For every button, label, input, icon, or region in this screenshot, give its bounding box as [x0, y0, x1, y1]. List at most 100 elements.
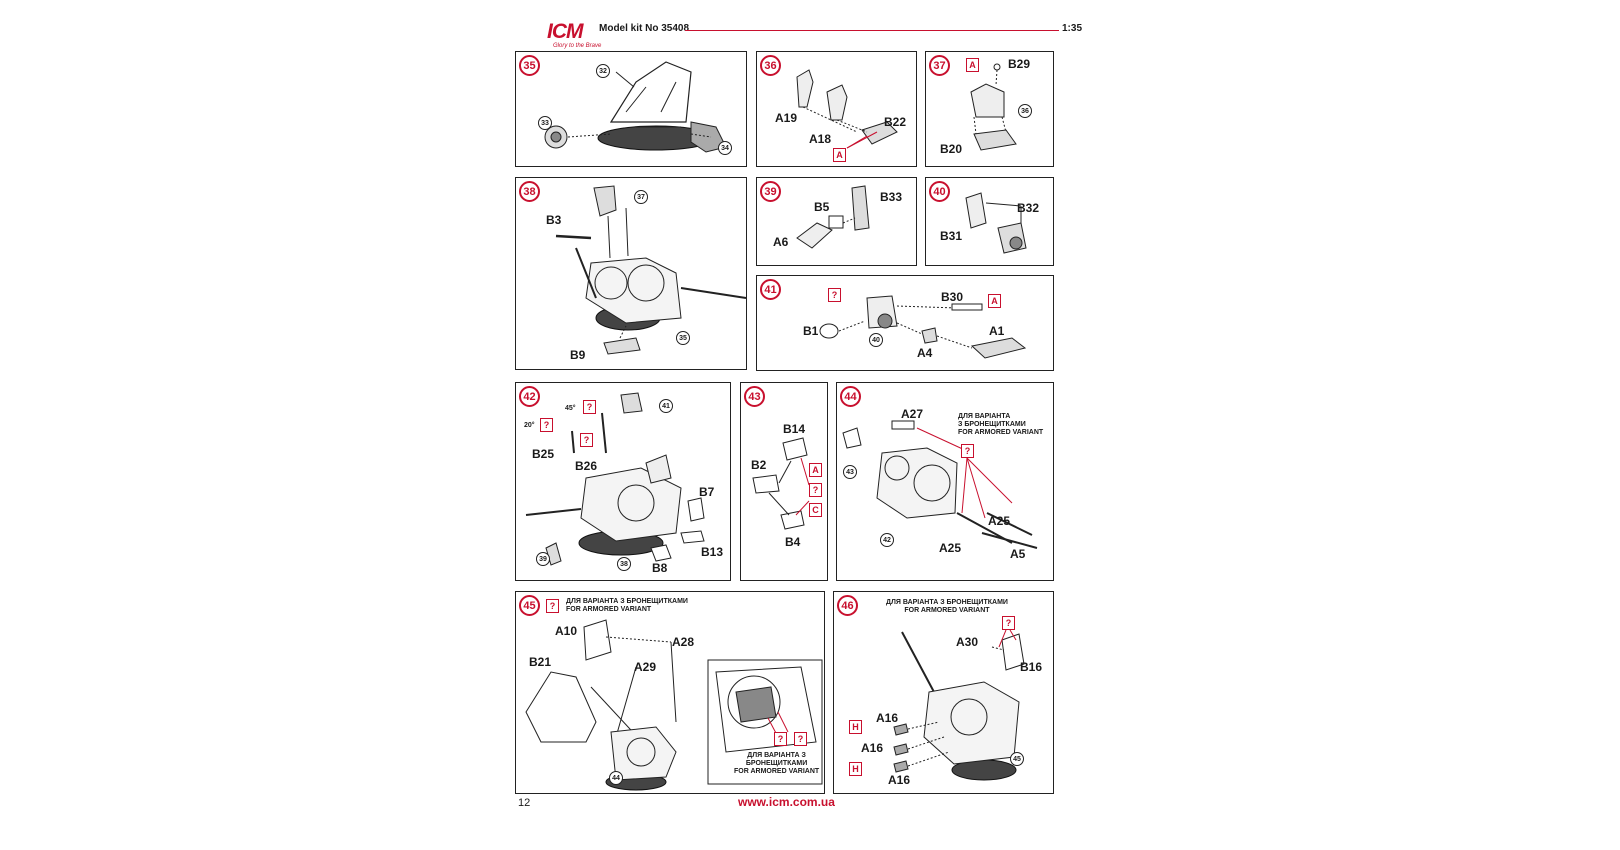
step-number: 45: [519, 595, 540, 616]
ref-33: 33: [538, 116, 552, 130]
ref-44: 44: [609, 771, 623, 785]
ref-43: 43: [843, 465, 857, 479]
part-a25-bottom: A25: [939, 541, 962, 555]
note-ua-line-2: З БРОНЕЩИТКАМИ: [958, 421, 1026, 428]
marker-question: ?: [1002, 616, 1015, 630]
marker-question-3: ?: [580, 433, 593, 447]
marker-a: A: [988, 294, 1001, 308]
step-36-panel: 36 A19 A18 B22 A: [756, 51, 917, 167]
step-number: 44: [840, 386, 861, 407]
step-number: 36: [760, 55, 781, 76]
part-a30: A30: [956, 635, 979, 649]
marker-question-1: ?: [583, 400, 596, 414]
step-46-panel: 46 ДЛЯ ВАРІАНТА З БРОНЕЩИТКАМИ FOR ARMOR…: [833, 591, 1054, 794]
part-b2: B2: [751, 458, 767, 472]
step-42-panel: 42 45° ? 41 20° ? ? B25 B26 B7 B13 39 38…: [515, 382, 731, 581]
brand-tagline: Glory to the Brave: [553, 43, 602, 49]
step-43-panel: 43 B14 B2 A ? C B4: [740, 382, 828, 581]
part-a25-top: A25: [988, 514, 1011, 528]
instruction-page: ICM Glory to the Brave Model kit No 3540…: [515, 0, 1100, 850]
ref-41: 41: [659, 399, 673, 413]
step-45-panel: 45 ? ДЛЯ ВАРІАНТА З БРОНЕЩИТКАМИ FOR ARM…: [515, 591, 825, 794]
part-a6: A6: [773, 235, 789, 249]
part-b3: B3: [546, 213, 562, 227]
part-b29: B29: [1008, 57, 1031, 71]
part-b9: B9: [570, 348, 586, 362]
note-en: FOR ARMORED VARIANT: [904, 607, 990, 614]
scale-label: 1:35: [1061, 23, 1082, 34]
step-46-drawing: [893, 629, 1025, 781]
note-en: FOR ARMORED VARIANT: [566, 606, 652, 613]
step-37-drawing: [970, 63, 1017, 151]
note-ua: ДЛЯ ВАРІАНТА З БРОНЕЩИТКАМИ: [566, 598, 688, 605]
ref-39: 39: [536, 552, 550, 566]
armored-note: ДЛЯ ВАРІАНТА З БРОНЕЩИТКАМИ FOR ARMORED …: [958, 413, 1043, 437]
marker-question: ?: [961, 444, 974, 458]
ref-32: 32: [596, 64, 610, 78]
step-41-panel: 41 ? B30 A B1 40 A4 A1: [756, 275, 1054, 371]
part-a10: A10: [555, 624, 578, 638]
note-ua-line-1: ДЛЯ ВАРІАНТА: [958, 413, 1011, 420]
part-a18: A18: [809, 132, 832, 146]
part-a19: A19: [775, 111, 798, 125]
step-45-drawing: [525, 619, 823, 791]
website-link[interactable]: www.icm.com.ua: [738, 795, 835, 809]
ref-37: 37: [634, 190, 648, 204]
step-number: 40: [929, 181, 950, 202]
part-b8: B8: [652, 561, 668, 575]
ref-40: 40: [869, 333, 883, 347]
part-b13: B13: [701, 545, 724, 559]
marker-question: ?: [809, 483, 822, 497]
part-a1: A1: [989, 324, 1005, 338]
marker-question-1: ?: [546, 599, 559, 613]
note-en: FOR ARMORED VARIANT: [958, 429, 1044, 436]
brand-text: ICM: [547, 20, 583, 43]
part-b33: B33: [880, 190, 903, 204]
marker-question-2: ?: [774, 732, 787, 746]
step-40-panel: 40 B32 B31: [925, 177, 1054, 266]
part-b21: B21: [529, 655, 552, 669]
ref-45: 45: [1010, 752, 1024, 766]
part-a16-3: A16: [888, 773, 911, 787]
step-41-drawing: [819, 295, 1027, 359]
angle-45: 45°: [565, 405, 576, 412]
marker-question-2: ?: [540, 418, 553, 432]
step-39-panel: 39 B5 B33 A6: [756, 177, 917, 266]
inset-note-ua-2: БРОНЕЩИТКАМИ: [745, 760, 808, 767]
step-36-drawing: [796, 69, 898, 149]
ref-34: 34: [718, 141, 732, 155]
part-b25: B25: [532, 447, 555, 461]
kit-number: Model kit No 35408: [599, 23, 690, 34]
part-b7: B7: [699, 485, 715, 499]
marker-a: A: [966, 58, 979, 72]
step-number: 46: [837, 595, 858, 616]
part-b1: B1: [803, 324, 819, 338]
step-44-panel: 44 A27 ДЛЯ ВАРІАНТА З БРОНЕЩИТКАМИ FOR A…: [836, 382, 1054, 581]
ref-35: 35: [676, 331, 690, 345]
part-b31: B31: [940, 229, 963, 243]
part-b32: B32: [1017, 201, 1040, 215]
step-number: 41: [760, 279, 781, 300]
marker-h-2: H: [849, 762, 862, 776]
step-38-panel: 38 37 B3 35 B9: [515, 177, 747, 370]
marker-a: A: [833, 148, 846, 162]
part-a16-1: A16: [876, 711, 899, 725]
ref-42: 42: [880, 533, 894, 547]
ref-38: 38: [617, 557, 631, 571]
part-a16-2: A16: [861, 741, 884, 755]
marker-question-3: ?: [794, 732, 807, 746]
part-b30: B30: [941, 290, 964, 304]
icm-logo: ICM Glory to the Brave: [543, 20, 605, 54]
inset-armored-note: ДЛЯ ВАРІАНТА З БРОНЕЩИТКАМИ FOR ARMORED …: [734, 752, 819, 776]
inset-note-en: FOR ARMORED VARIANT: [734, 768, 820, 775]
page-header: ICM Glory to the Brave Model kit No 3540…: [535, 14, 1100, 50]
step-number: 38: [519, 181, 540, 202]
part-b16: B16: [1020, 660, 1043, 674]
step-42-drawing: [525, 392, 705, 566]
part-a28: A28: [672, 635, 695, 649]
part-b14: B14: [783, 422, 806, 436]
armored-note: ДЛЯ ВАРІАНТА З БРОНЕЩИТКАМИ FOR ARMORED …: [886, 599, 1008, 615]
marker-c: C: [809, 503, 822, 517]
step-43-drawing: [752, 437, 810, 530]
part-b4: B4: [785, 535, 801, 549]
